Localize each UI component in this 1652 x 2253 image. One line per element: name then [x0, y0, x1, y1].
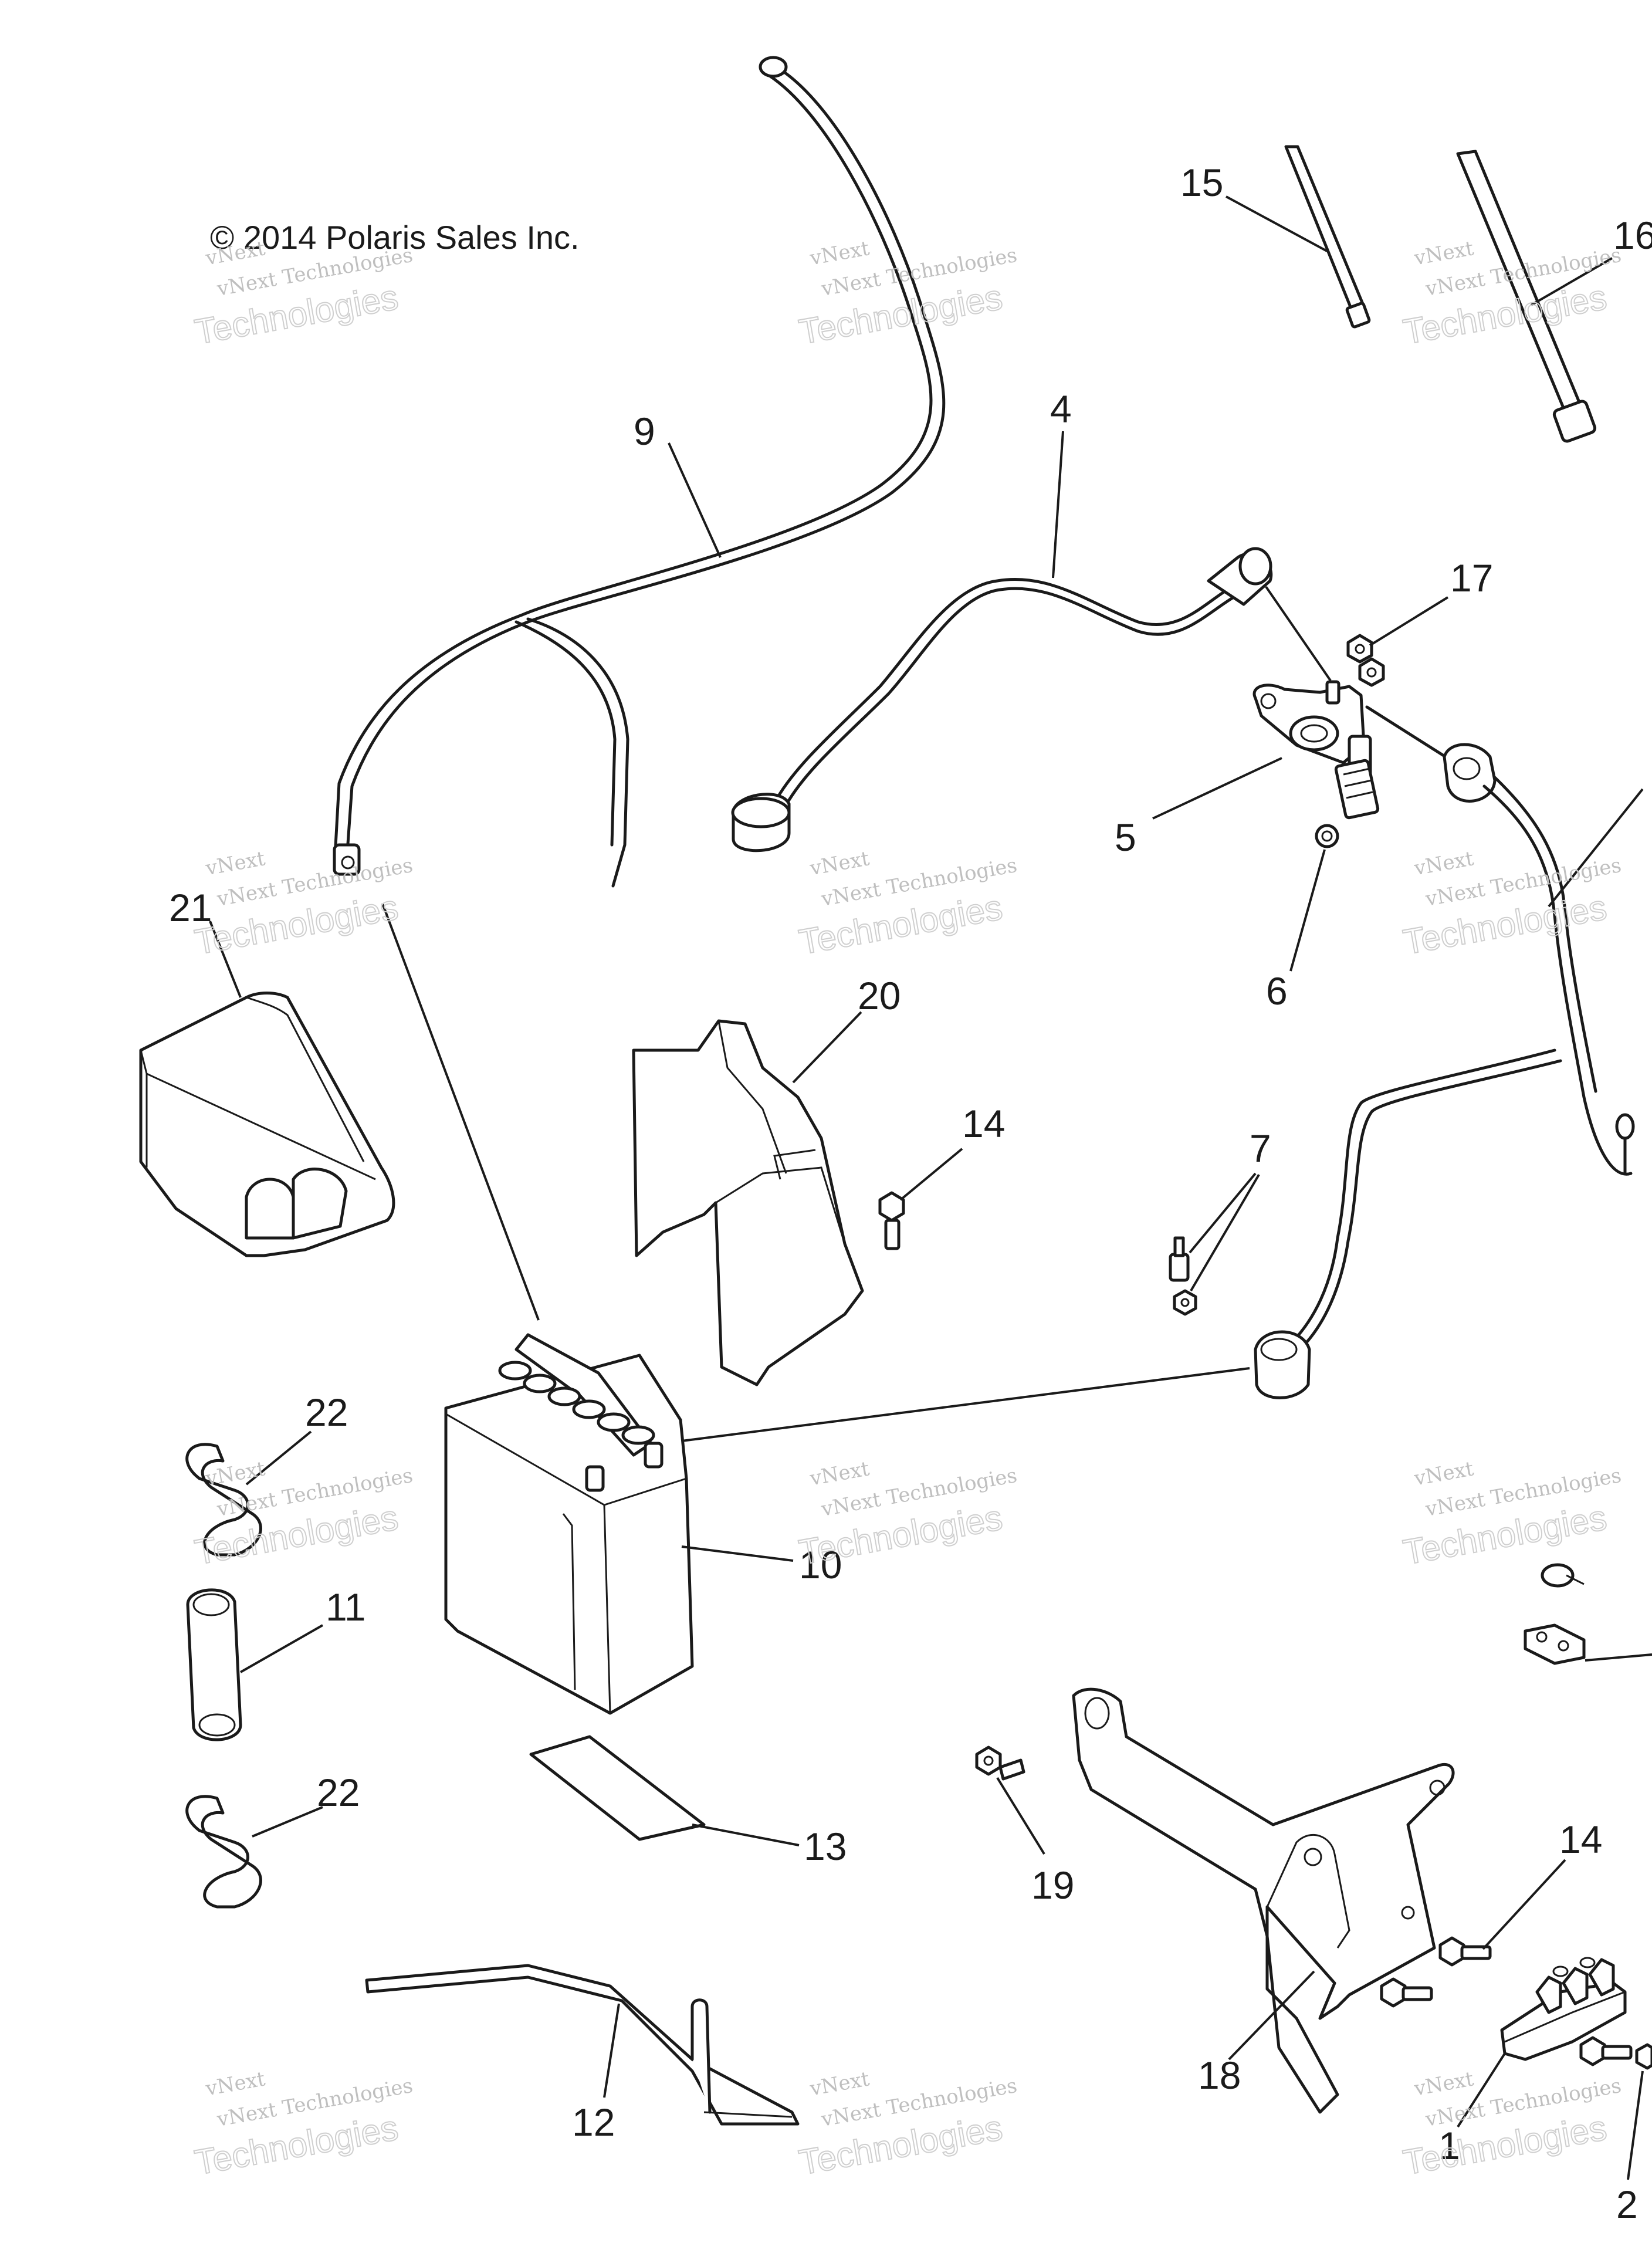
- svg-text:vNext: vNext: [1412, 2067, 1476, 2100]
- callout-6: 6: [1266, 969, 1288, 1013]
- leader-9-to-battery: [381, 903, 540, 1321]
- leader-16: [1530, 257, 1613, 306]
- part-20-bracket[interactable]: [632, 1019, 864, 1386]
- part-14-bolts-lower[interactable]: [1380, 1936, 1633, 2066]
- watermark-6: vNext vNext Technologies Technologies: [1400, 847, 1623, 962]
- part-5-solenoid[interactable]: [1252, 680, 1457, 820]
- callout-15: 15: [1180, 161, 1223, 204]
- part-6-screw[interactable]: [1315, 824, 1339, 848]
- callout-16: 16: [1613, 214, 1652, 257]
- part-14-bolt-upper[interactable]: [878, 1191, 905, 1250]
- leader-7b: [1190, 1173, 1260, 1292]
- leader-13: [692, 1824, 800, 1846]
- part-1-terminal-block[interactable]: [1500, 1957, 1627, 2061]
- part-12-rod[interactable]: [365, 1964, 800, 2126]
- callout-7: 7: [1250, 1126, 1271, 1170]
- callout-11: 11: [326, 1585, 366, 1629]
- leader-battery-to-ground: [681, 1367, 1250, 1442]
- leader-2: [1627, 2071, 1644, 2180]
- part-19-screw[interactable]: [975, 1745, 1025, 1781]
- part-4-cable[interactable]: [731, 547, 1273, 853]
- watermark-4: vNext vNext Technologies Technologies: [191, 847, 415, 962]
- watermark-5: vNext vNext Technologies Technologies: [795, 847, 1019, 962]
- callout-9: 9: [634, 410, 655, 453]
- leader-11: [240, 1624, 323, 1673]
- part-22-clip-lower[interactable]: [185, 1795, 262, 1909]
- part-17-nuts[interactable]: [1346, 634, 1385, 687]
- leader-18: [1228, 1970, 1315, 2061]
- callout-4: 4: [1050, 387, 1072, 431]
- callout-14-upper: 14: [962, 1102, 1005, 1145]
- callout-10: 10: [799, 1543, 842, 1586]
- callout-22-upper: 22: [305, 1391, 348, 1434]
- callout-14-lower: 14: [1559, 1818, 1602, 1861]
- svg-text:vNext: vNext: [1412, 847, 1476, 880]
- part-15-cable-tie[interactable]: [1284, 145, 1371, 329]
- callout-22-lower: 22: [317, 1771, 360, 1814]
- leader-22-upper: [245, 1430, 312, 1486]
- copyright-text: © 2014 Polaris Sales Inc.: [210, 219, 580, 256]
- watermark-10: vNext vNext Technologies Technologies: [191, 2067, 415, 2183]
- watermark-11: vNext vNext Technologies Technologies: [795, 2067, 1019, 2183]
- part-10-battery[interactable]: [444, 1333, 694, 1715]
- watermark-2: vNext vNext Technologies Technologies: [795, 236, 1019, 352]
- svg-text:vNext: vNext: [808, 2067, 872, 2100]
- part-2-nut[interactable]: [1635, 2043, 1652, 2070]
- leader-cable-4-to-5: [1265, 586, 1332, 682]
- callout-1: 1: [1438, 2124, 1460, 2167]
- part-13-label[interactable]: [529, 1735, 706, 1841]
- leader-9: [668, 442, 722, 558]
- callout-20: 20: [858, 974, 901, 1017]
- callout-12: 12: [572, 2100, 615, 2144]
- callout-21: 21: [169, 886, 212, 929]
- svg-text:vNext: vNext: [1412, 236, 1476, 270]
- leader-1: [1457, 2052, 1506, 2128]
- svg-text:vNext: vNext: [808, 1457, 872, 1490]
- svg-text:vNext: vNext: [808, 847, 872, 880]
- leader-17: [1369, 596, 1449, 647]
- leader-7a: [1189, 1172, 1257, 1254]
- leader-22-lower: [252, 1806, 323, 1838]
- leader-15: [1226, 195, 1328, 252]
- callout-18: 18: [1198, 2054, 1241, 2097]
- part-7-bolt-nut[interactable]: [1169, 1236, 1197, 1316]
- callout-19: 19: [1031, 1863, 1074, 1907]
- ground-cable[interactable]: [1254, 743, 1635, 1399]
- callout-13: 13: [804, 1825, 847, 1868]
- leader-19: [996, 1777, 1045, 1855]
- callout-17: 17: [1450, 556, 1493, 600]
- part-21-battery-cover[interactable]: [139, 992, 395, 1257]
- part-16-cable-tie[interactable]: [1456, 150, 1597, 443]
- svg-text:vNext: vNext: [1412, 1457, 1476, 1490]
- leader-20: [792, 1011, 862, 1084]
- part-11-hold-down[interactable]: [186, 1588, 242, 1741]
- svg-text:vNext: vNext: [808, 236, 872, 270]
- leader-6: [1289, 849, 1326, 972]
- leader-10: [681, 1545, 794, 1562]
- leader-clamp-right: [1585, 1653, 1652, 1662]
- part-9-battery-cable[interactable]: [333, 56, 946, 888]
- leader-14-upper: [899, 1148, 963, 1201]
- svg-text:vNext: vNext: [204, 847, 268, 880]
- callout-5: 5: [1115, 816, 1136, 859]
- leader-5: [1152, 757, 1282, 820]
- leader-21: [209, 921, 242, 998]
- watermark-9: vNext vNext Technologies Technologies: [1400, 1457, 1623, 1572]
- leader-4: [1052, 431, 1064, 579]
- part-22-clip-upper[interactable]: [185, 1443, 262, 1557]
- leader-14-lower: [1482, 1859, 1566, 1950]
- part-18-bracket[interactable]: [1072, 1687, 1455, 2114]
- leader-12: [603, 2003, 620, 2098]
- part-clamp-right[interactable]: [1524, 1563, 1586, 1665]
- svg-text:vNext: vNext: [204, 2067, 268, 2100]
- callout-2: 2: [1616, 2183, 1638, 2226]
- watermark-8: vNext vNext Technologies Technologies: [795, 1457, 1019, 1572]
- leader-right-edge: [1548, 788, 1644, 908]
